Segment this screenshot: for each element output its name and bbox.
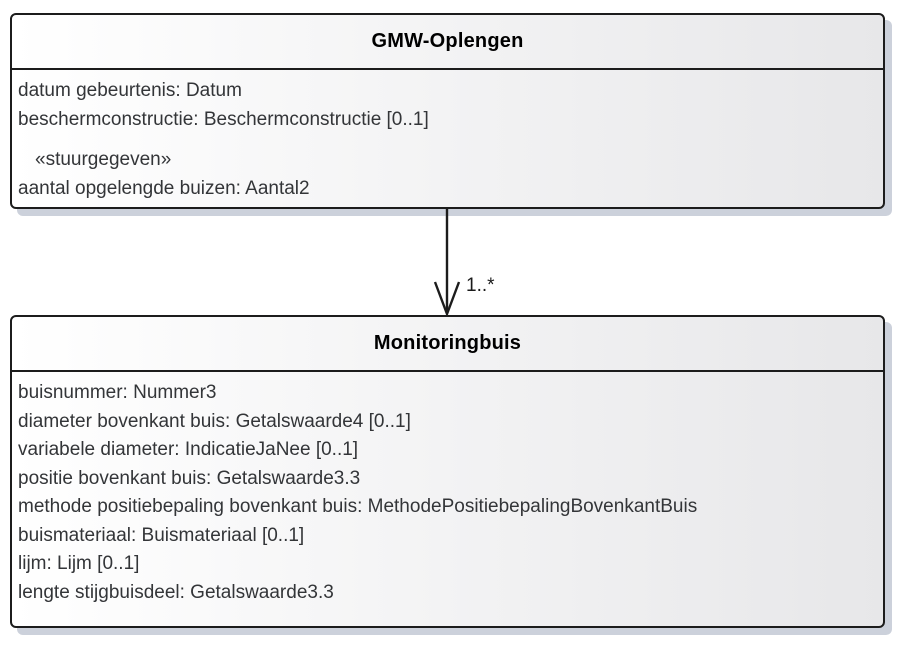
attribute-line: buisnummer: Nummer3 <box>18 382 217 403</box>
attribute-line: diameter bovenkant buis: Getalswaarde4 [… <box>18 410 411 432</box>
multiplicity-label: 1..* <box>466 275 495 296</box>
attribute-line: datum gebeurtenis: Datum <box>18 80 242 101</box>
class-title-gmw-oplengen: GMW-Oplengen <box>12 15 883 70</box>
attribute-line: lengte stijgbuisdeel: Getalswaarde3.3 <box>18 581 334 603</box>
attribute-line: aantal opgelengde buizen: Aantal2 <box>18 177 310 199</box>
attributes-compartment: datum gebeurtenis: Datum beschermconstru… <box>12 70 883 203</box>
section-spacer <box>18 134 875 146</box>
attribute-line: buismateriaal: Buismateriaal [0..1] <box>18 524 305 546</box>
attribute-line: methode positiebepaling bovenkant buis: … <box>18 496 698 517</box>
attribute-line: lijm: Lijm [0..1] <box>18 553 140 574</box>
class-node-gmw-oplengen[interactable]: GMW-Oplengen datum gebeurtenis: Datum be… <box>10 13 885 209</box>
class-title-monitoringbuis: Monitoringbuis <box>12 317 883 372</box>
attribute-line: positie bovenkant buis: Getalswaarde3.3 <box>18 467 361 489</box>
association-connector[interactable] <box>425 206 485 318</box>
attribute-line: beschermconstructie: Beschermconstructie… <box>18 108 429 130</box>
stereotype-label: «stuurgegeven» <box>35 149 172 170</box>
attribute-line: variabele diameter: IndicatieJaNee [0..1… <box>18 439 359 460</box>
class-node-monitoringbuis[interactable]: Monitoringbuis buisnummer: Nummer3 diame… <box>10 315 885 628</box>
open-arrowhead-icon <box>433 281 461 318</box>
attributes-compartment: buisnummer: Nummer3 diameter bovenkant b… <box>12 372 883 607</box>
